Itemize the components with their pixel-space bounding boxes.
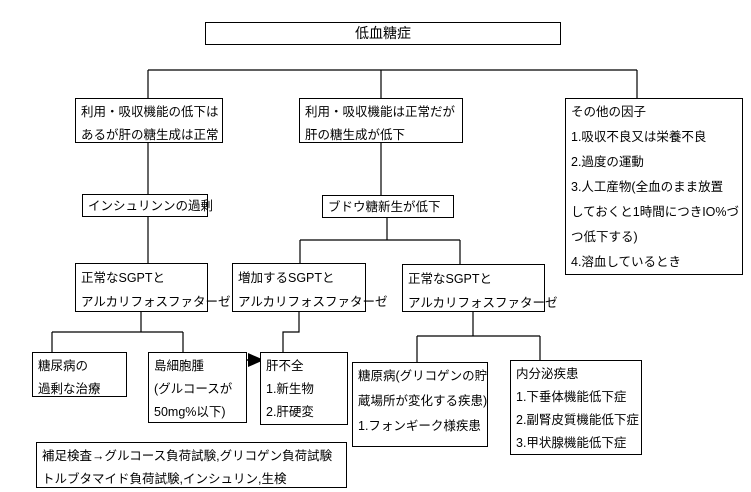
node-glycogen-disease: 糖原病(グリコゲンの貯 蔵場所が変化する疾患) 1.フォンギーク様疾患 [352, 362, 488, 447]
node-islet-cell-tumor: 島細胞腫 (グルコースが 50mg%以下) [148, 352, 247, 423]
node-supplementary-tests: 補足検査→グルコース負荷試験,グリコゲン負荷試験 トルブタマイド負荷試験,インシ… [36, 442, 347, 488]
node-other-factors: その他の因子 1.吸収不良又は栄養不良 2.過度の運動 3.人工産物(全血のまま… [565, 98, 743, 275]
node-hypoglycemia-title: 低血糖症 [205, 22, 561, 45]
node-utilization-low-liver-normal: 利用・吸収機能の低下は あるが肝の糖生成は正常 [75, 98, 223, 143]
arrow-head-icon [248, 353, 264, 367]
node-utilization-normal-liver-low: 利用・吸収機能は正常だが 肝の糖生成が低下 [299, 98, 463, 143]
node-liver-failure: 肝不全 1.新生物 2.肝硬変 [260, 352, 348, 425]
node-title-label: 低血糖症 [355, 25, 411, 41]
node-sgpt-normal-right: 正常なSGPTと アルカリフォスファターゼ [402, 264, 558, 312]
node-sgpt-increased: 増加するSGPTと アルカリフォスファターゼ [232, 263, 388, 312]
node-sgpt-normal-left: 正常なSGPTと アルカリフォスファターゼ [75, 263, 231, 312]
node-gluconeogenesis-low: ブドウ糖新生が低下 [322, 195, 454, 218]
node-diabetes-overtreatment: 糖尿病の 過剰な治療 [32, 352, 127, 397]
node-endocrine-disease: 内分泌疾患 1.下垂体機能低下症 2.副腎皮質機能低下症 3.甲状腺機能低下症 [510, 360, 642, 455]
node-insulin-excess: インシュリンンの過剰 [82, 194, 213, 217]
